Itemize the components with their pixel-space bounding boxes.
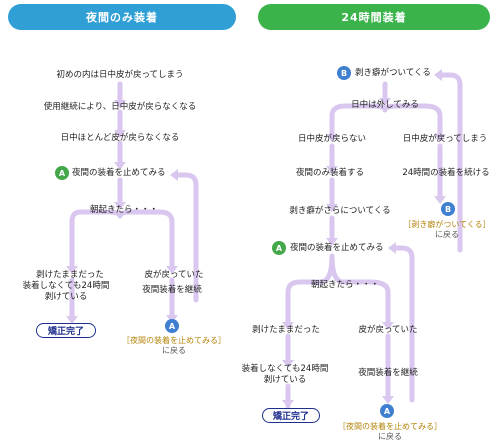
right-result-right: 夜間装着を継続 — [358, 368, 418, 378]
arrowhead-right-a-return — [388, 242, 396, 254]
arrowhead-left-3 — [114, 162, 126, 170]
left-done-badge: 矯正完了 — [36, 323, 96, 338]
right-branch3-right: 皮が戻っていた — [358, 325, 418, 335]
left-badge-a: A — [55, 166, 69, 180]
right-return-a-note: ［夜間の装着を止めてみる］に戻る — [338, 422, 442, 442]
left-step-5: 朝起きたら・・・ — [89, 205, 159, 215]
arrowhead-right-1 — [379, 98, 391, 106]
left-branch-left: 剥けたままだった — [36, 270, 104, 280]
left-step-3: 日中ほとんど皮が戻らなくなる — [60, 133, 180, 143]
right-branch3-left: 剥けたままだった — [252, 325, 320, 335]
left-return-badge-a: A — [165, 319, 179, 333]
right-branch2-right: 24時間の装着を続ける — [402, 168, 490, 178]
right-return-badge-b: B — [441, 202, 455, 216]
left-branch-right: 皮が戻っていた — [144, 270, 204, 280]
arrowhead-left-2 — [114, 130, 126, 138]
right-return-a-bracket: ［夜間の装着を止めてみる］ — [338, 422, 442, 431]
arrowhead-right-2 — [326, 134, 338, 142]
right-return-b-suffix: に戻る — [434, 230, 459, 239]
arrowhead-right-8 — [282, 322, 294, 330]
arrowhead-left-return — [170, 169, 178, 181]
right-step-2: 日中は外してみる — [351, 100, 419, 110]
arrowhead-right-5 — [434, 196, 446, 204]
right-header: 24時間装着 — [258, 4, 490, 30]
arrowhead-left-1 — [114, 100, 126, 108]
arrowhead-left-6 — [166, 266, 178, 274]
left-step-1: 初めの内は日中皮が戻ってしまう — [56, 70, 184, 80]
arrowhead-right-10 — [282, 360, 294, 368]
right-badge-b: B — [337, 66, 351, 80]
right-return-a-suffix: に戻る — [378, 432, 402, 441]
arrowhead-right-3 — [434, 134, 446, 142]
left-fork — [69, 209, 175, 269]
right-step-1: 剥き癖がついてくる — [355, 68, 431, 78]
left-return-bracket: ［夜間の装着を止めてみる］ — [122, 336, 226, 345]
left-return-suffix: に戻る — [162, 346, 186, 355]
arrowhead-left-5 — [66, 266, 78, 274]
arrowhead-right-12 — [282, 400, 294, 408]
right-b-return-top — [437, 72, 463, 253]
right-a-return-loop — [391, 245, 415, 403]
right-return-b-bracket: ［剥き癖がついてくる］ — [403, 220, 491, 229]
right-result-left: 装着しなくても24時間 剥けている — [241, 364, 329, 385]
left-step-2: 使用継続により、日中皮が戻らなくなる — [43, 102, 197, 112]
left-step-4: 夜間の装着を止めてみる — [72, 168, 166, 178]
arrowhead-left-7 — [66, 316, 78, 324]
arrowhead-right-b-return — [434, 69, 442, 81]
right-step-4: 夜間の装着を止めてみる — [290, 243, 384, 253]
arrowhead-right-6 — [326, 204, 338, 212]
arrowhead-right-9 — [382, 322, 394, 330]
arrowhead-right-7 — [326, 238, 338, 246]
left-result-left: 装着しなくても24時間 剥けている — [22, 281, 110, 302]
arrowhead-right-11 — [382, 396, 394, 404]
right-done-badge: 矯正完了 — [262, 408, 320, 423]
right-return-b-note: ［剥き癖がついてくる］に戻る — [403, 220, 490, 240]
arrowhead-left-4 — [114, 202, 126, 210]
right-fork-1 — [329, 103, 443, 137]
left-header: 夜間のみ装着 — [8, 4, 236, 30]
right-return-badge-a: A — [380, 404, 394, 418]
right-branch1-left: 日中皮が戻らない — [297, 134, 367, 144]
right-branch2-left: 夜間のみ装着する — [295, 168, 365, 178]
right-badge-a: A — [272, 241, 286, 255]
right-step-5: 朝起きたら・・・ — [310, 280, 380, 290]
left-result-right: 夜間装着を継続 — [142, 285, 202, 295]
right-fork-2 — [285, 253, 391, 325]
right-branch1-right: 日中皮が戻ってしまう — [402, 134, 488, 144]
right-step-3: 剥き癖がさらについてくる — [289, 206, 391, 216]
left-return-note: ［夜間の装着を止めてみる］に戻る — [122, 336, 226, 356]
left-return-loop — [173, 172, 199, 303]
arrowhead-right-4 — [326, 166, 338, 174]
